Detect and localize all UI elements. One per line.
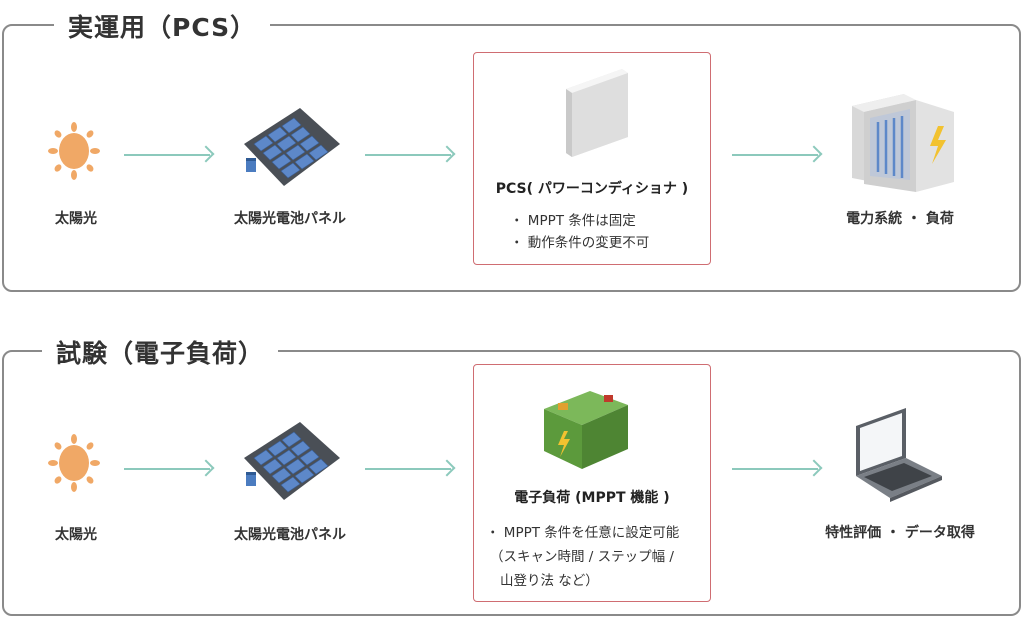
- sun-label: 太陽光: [55, 211, 97, 227]
- evaluation-label: 特性評価 ・ データ取得: [825, 525, 975, 541]
- card-title: 電子負荷 (MPPT 機能 ): [514, 490, 670, 506]
- solar-panel-icon: [244, 108, 340, 186]
- sun-icon: [48, 122, 100, 180]
- card-line: 山登り法 など）: [500, 573, 599, 589]
- section-title-operation: 実運用（PCS）: [54, 8, 271, 44]
- solar-panel-label: 太陽光電池パネル: [234, 527, 346, 543]
- laptop-icon: [856, 408, 942, 502]
- solar-panel-icon: [244, 422, 340, 500]
- electrical-cabinet-icon: [852, 94, 954, 192]
- section-operation: [2, 24, 1021, 292]
- arrow: [732, 154, 818, 156]
- sun-icon: [48, 434, 100, 492]
- pcs-card: PCS( パワーコンディショナ ) ・ MPPT 条件は固定 ・ 動作条件の変更…: [473, 52, 711, 265]
- card-line: ・ MPPT 条件は固定: [510, 213, 636, 229]
- electronic-load-card: 電子負荷 (MPPT 機能 ) ・ MPPT 条件を任意に設定可能 （スキャン時…: [473, 364, 711, 602]
- section-title-test: 試験（電子負荷）: [42, 334, 279, 370]
- card-title: PCS( パワーコンディショナ ): [495, 181, 689, 197]
- card-line: ・ 動作条件の変更不可: [510, 235, 650, 251]
- pcs-device-icon: [566, 69, 628, 157]
- battery-icon: [544, 391, 628, 469]
- card-line: （スキャン時間 / ステップ幅 /: [490, 549, 674, 565]
- grid-load-label: 電力系統 ・ 負荷: [846, 211, 954, 227]
- arrow: [124, 468, 210, 470]
- arrow: [365, 154, 451, 156]
- card-line: ・ MPPT 条件を任意に設定可能: [486, 525, 680, 541]
- arrow: [732, 468, 818, 470]
- arrow: [124, 154, 210, 156]
- sun-label: 太陽光: [55, 527, 97, 543]
- section-test: [2, 350, 1021, 616]
- solar-panel-label: 太陽光電池パネル: [234, 211, 346, 227]
- arrow: [365, 468, 451, 470]
